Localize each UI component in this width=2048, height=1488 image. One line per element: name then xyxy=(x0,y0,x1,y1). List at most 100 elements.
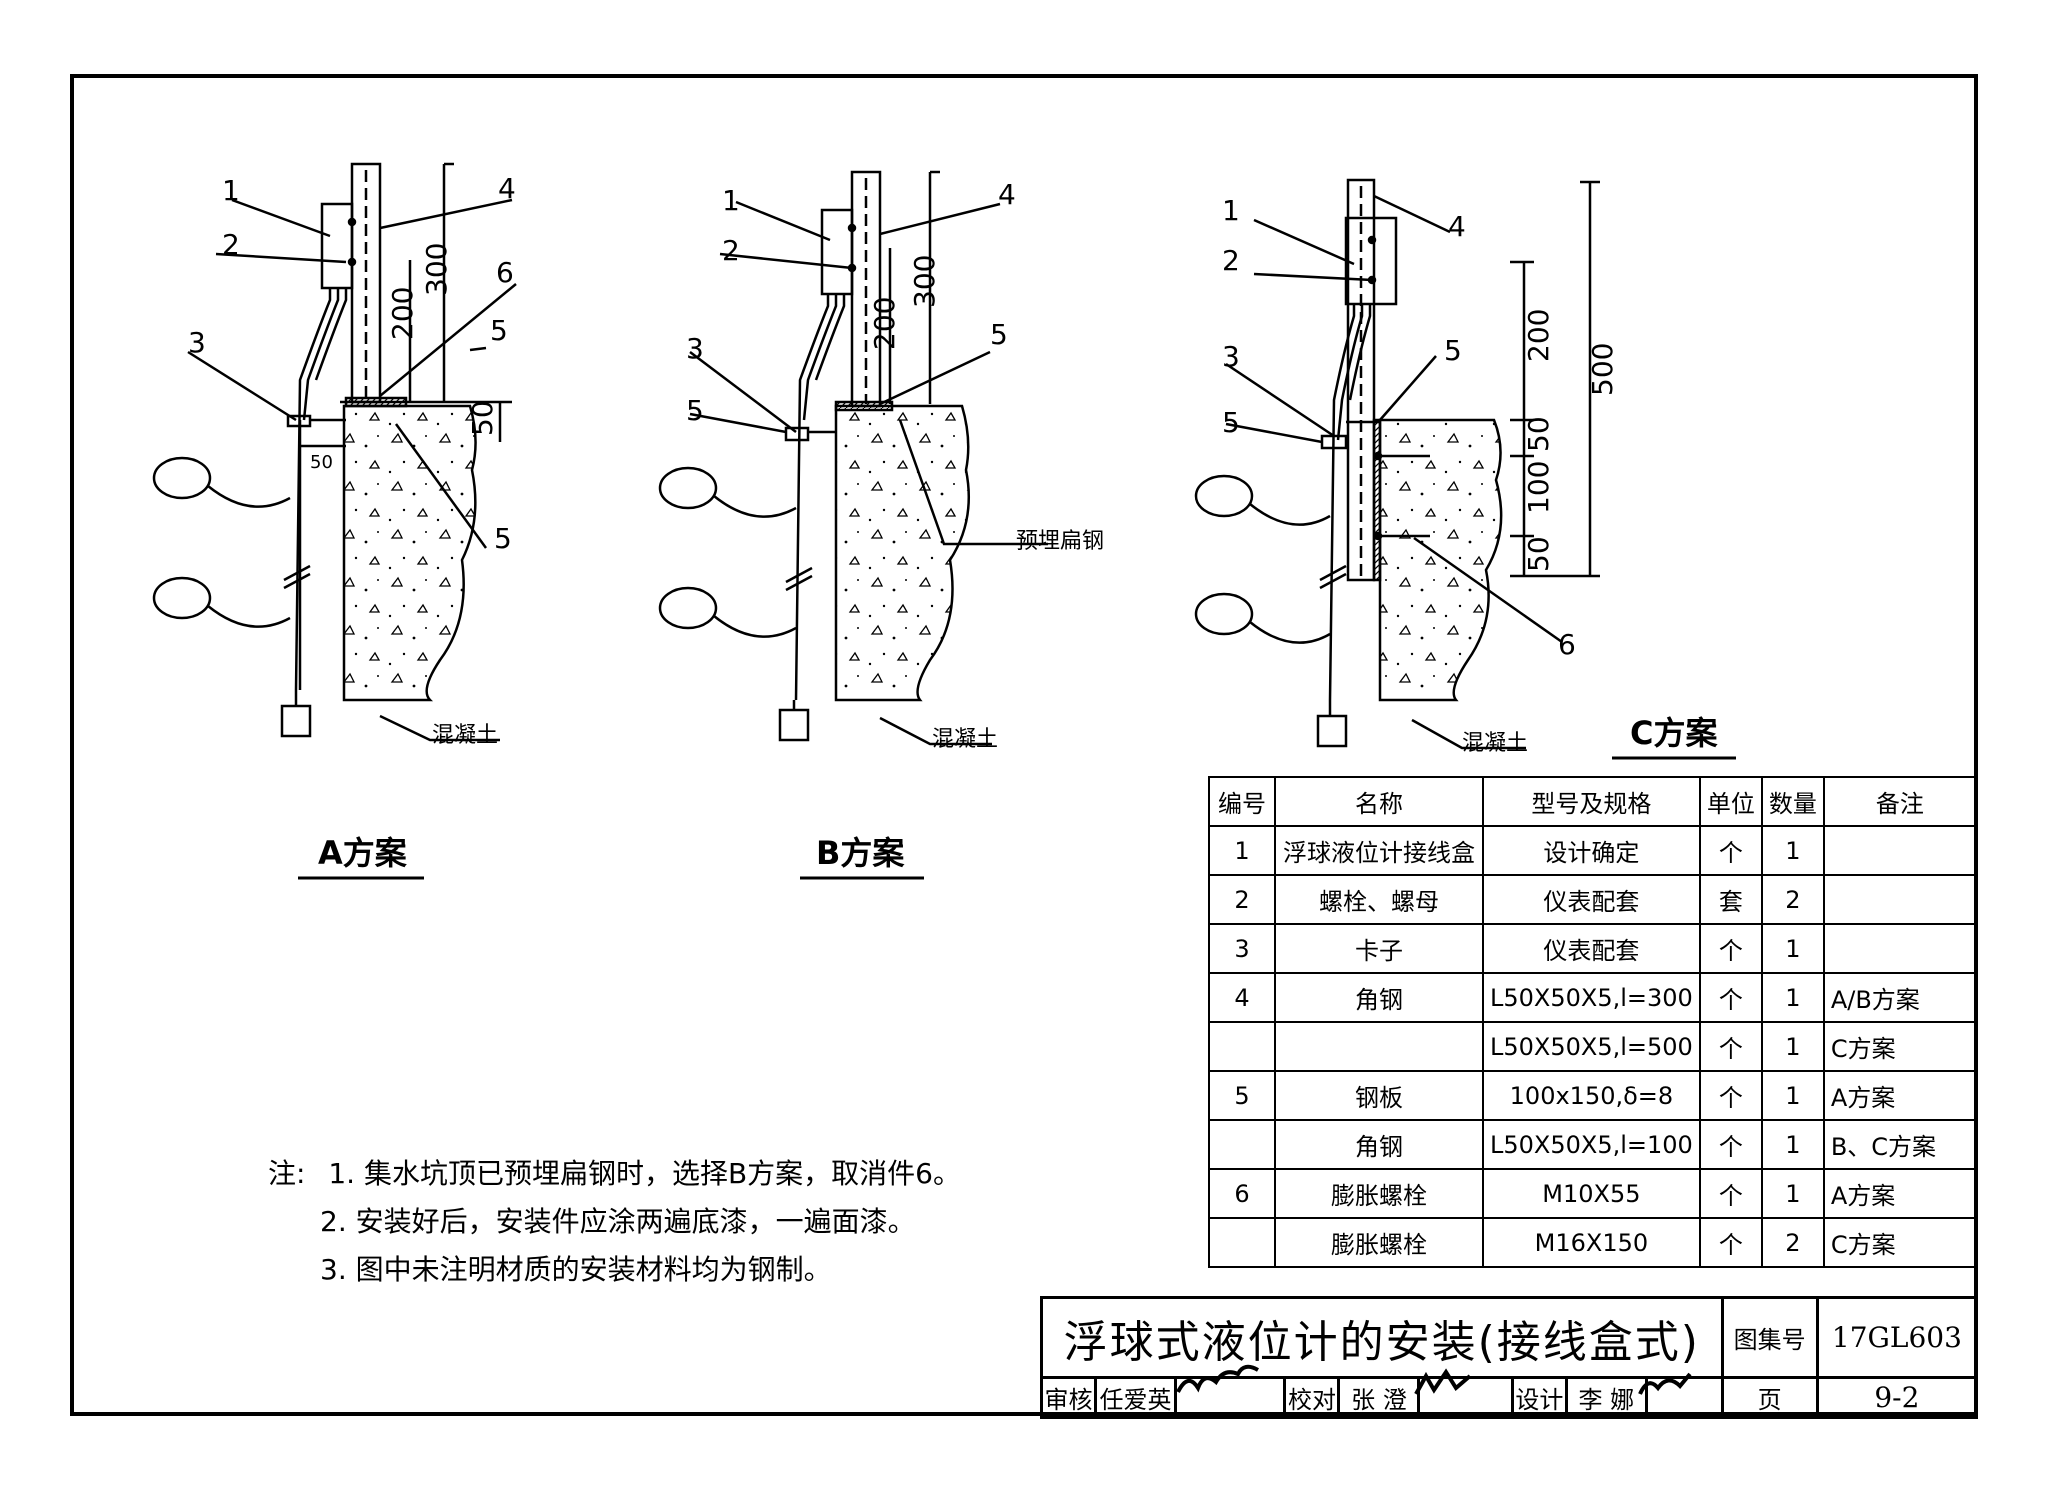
float-ball-a-1 xyxy=(152,456,212,500)
weight-a xyxy=(280,704,312,738)
callout-c-5-left: 5 xyxy=(1222,406,1240,439)
cell-remark xyxy=(1822,874,1977,925)
cell-qty: 1 xyxy=(1760,923,1825,974)
dim-c-100: 100 xyxy=(1522,461,1555,514)
cell-unit: 个 xyxy=(1698,923,1763,974)
concrete-block-b xyxy=(834,404,971,702)
cell-spec: L50X50X5,l=100 xyxy=(1482,1119,1701,1170)
table-header-row: 编号 名称 型号及规格 单位 数量 备注 xyxy=(1208,776,1977,827)
cell-qty: 1 xyxy=(1760,972,1825,1023)
cell-qty: 1 xyxy=(1760,1119,1825,1170)
table-row: 4 角钢 L50X50X5,l=300 个 1 A/B方案 xyxy=(1208,972,1977,1023)
concrete-block-a xyxy=(342,404,477,702)
atlas-no-label: 图集号 xyxy=(1720,1296,1819,1379)
table-row: 5 钢板 100x150,δ=8 个 1 A方案 xyxy=(1208,1070,1977,1121)
header-remark: 备注 xyxy=(1822,776,1977,827)
notes-prefix: 注: xyxy=(268,1157,306,1190)
concrete-block-c xyxy=(1378,418,1503,702)
cell-no: 5 xyxy=(1208,1070,1276,1121)
cell-name: 钢板 xyxy=(1274,1070,1484,1121)
page-label: 页 xyxy=(1720,1376,1819,1419)
cell-unit: 套 xyxy=(1698,874,1763,925)
callout-b-1: 1 xyxy=(722,184,740,217)
notes: 注: 1. 集水坑顶已预埋扁钢时，选择B方案，取消件6。 2. 安装好后，安装件… xyxy=(268,1150,961,1294)
table-row: L50X50X5,l=500 个 1 C方案 xyxy=(1208,1021,1977,1072)
caption-b: B方案 xyxy=(816,834,905,872)
cell-unit: 个 xyxy=(1698,972,1763,1023)
header-spec: 型号及规格 xyxy=(1482,776,1701,827)
callout-a-5-bottom: 5 xyxy=(494,522,512,555)
cell-name: 角钢 xyxy=(1274,972,1484,1023)
cell-no xyxy=(1208,1217,1276,1268)
cell-no: 6 xyxy=(1208,1168,1276,1219)
atlas-no: 17GL603 xyxy=(1815,1296,1979,1379)
caption-c: C方案 xyxy=(1630,714,1718,752)
material-c: 混凝土 xyxy=(1462,731,1528,756)
callout-a-6: 6 xyxy=(496,256,514,289)
variant-a-labels: 1 2 3 4 5 5 6 200 300 50 50 混凝土 A方案 xyxy=(188,172,516,872)
variant-a-drawing xyxy=(152,162,517,742)
callout-b-5-left: 5 xyxy=(686,394,704,427)
material-a: 混凝土 xyxy=(432,723,498,748)
note-2: 2. 安装好后，安装件应涂两遍底漆，一遍面漆。 xyxy=(320,1205,916,1238)
sheet-border xyxy=(70,74,1978,1416)
caption-a: A方案 xyxy=(318,834,408,872)
cell-name: 螺栓、螺母 xyxy=(1274,874,1484,925)
cell-remark xyxy=(1822,923,1977,974)
cell-qty: 1 xyxy=(1760,1070,1825,1121)
junction-box-c xyxy=(1344,216,1398,306)
cell-spec: L50X50X5,l=300 xyxy=(1482,972,1701,1023)
callout-a-4: 4 xyxy=(498,172,516,205)
table-row: 角钢 L50X50X5,l=100 个 1 B、C方案 xyxy=(1208,1119,1977,1170)
cell-remark: A/B方案 xyxy=(1822,972,1977,1023)
page-number: 9-2 xyxy=(1815,1376,1979,1419)
dim-c-500: 500 xyxy=(1586,343,1619,396)
cell-remark: C方案 xyxy=(1822,1021,1977,1072)
variant-c-drawing xyxy=(1194,178,1600,750)
header-no: 编号 xyxy=(1208,776,1276,827)
float-ball-c-2 xyxy=(1194,592,1254,636)
dim-c-50-bottom: 50 xyxy=(1522,536,1555,572)
cell-qty: 1 xyxy=(1760,1168,1825,1219)
cell-remark xyxy=(1822,825,1977,876)
float-ball-a-2 xyxy=(152,576,212,620)
material-b: 混凝土 xyxy=(932,727,998,752)
dim-b-300: 300 xyxy=(908,255,941,308)
reviewer-signature xyxy=(1173,1376,1287,1419)
cell-no: 1 xyxy=(1208,825,1276,876)
cell-name: 膨胀螺栓 xyxy=(1274,1168,1484,1219)
cell-no xyxy=(1208,1021,1276,1072)
title-block: 浮球式液位计的安装(接线盒式) 图集号 17GL603 审核 任爱英 校对 张 … xyxy=(1040,1296,1979,1419)
table-row: 膨胀螺栓 M16X150 个 2 C方案 xyxy=(1208,1217,1977,1268)
callout-b-2: 2 xyxy=(722,234,740,267)
table-row: 6 膨胀螺栓 M10X55 个 1 A方案 xyxy=(1208,1168,1977,1219)
table-row: 2 螺栓、螺母 仪表配套 套 2 xyxy=(1208,874,1977,925)
table-row: 3 卡子 仪表配套 个 1 xyxy=(1208,923,1977,974)
cell-spec: 仪表配套 xyxy=(1482,923,1701,974)
cell-unit: 个 xyxy=(1698,1168,1763,1219)
weight-c xyxy=(1316,714,1348,748)
callout-c-1: 1 xyxy=(1222,194,1240,227)
cell-unit: 个 xyxy=(1698,1119,1763,1170)
header-unit: 单位 xyxy=(1698,776,1763,827)
design-label: 设计 xyxy=(1510,1376,1568,1419)
callout-c-2: 2 xyxy=(1222,244,1240,277)
callout-c-4: 4 xyxy=(1448,210,1466,243)
table-row: 1 浮球液位计接线盒 设计确定 个 1 xyxy=(1208,825,1977,876)
cell-name: 角钢 xyxy=(1274,1119,1484,1170)
materials-table: 编号 名称 型号及规格 单位 数量 备注 1 浮球液位计接线盒 设计确定 个 1… xyxy=(1208,776,1977,1268)
float-ball-b-1 xyxy=(658,466,718,510)
cell-remark: A方案 xyxy=(1822,1168,1977,1219)
callout-a-5-top: 5 xyxy=(490,314,508,347)
cell-remark: B、C方案 xyxy=(1822,1119,1977,1170)
cell-unit: 个 xyxy=(1698,825,1763,876)
weight-b xyxy=(778,708,810,742)
check-label: 校对 xyxy=(1283,1376,1341,1419)
reviewer-name: 任爱英 xyxy=(1093,1376,1177,1419)
dim-b-200: 200 xyxy=(868,297,901,350)
designer-name: 李 娜 xyxy=(1564,1376,1648,1419)
cell-unit: 个 xyxy=(1698,1070,1763,1121)
cell-unit: 个 xyxy=(1698,1021,1763,1072)
junction-box-a xyxy=(320,202,354,290)
cell-spec: M16X150 xyxy=(1482,1217,1701,1268)
